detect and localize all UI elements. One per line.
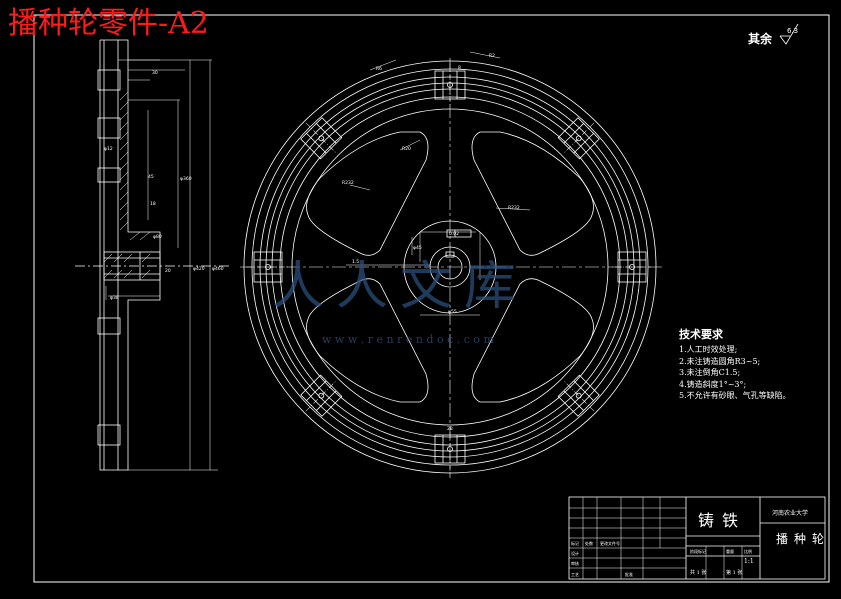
svg-text:8: 8 [458,65,461,71]
technical-requirements: 技术要求 1.人工时效处理; 2.未注铸造圆角R3~5; 3.未注倒角C1.5;… [679,326,791,402]
svg-text:1.5: 1.5 [352,259,359,265]
svg-text:设计: 设计 [571,550,579,556]
sheet-border [33,14,830,583]
part-name-label: 播种轮 [776,532,831,546]
roughness-note: 其余 [748,32,773,46]
svg-text:R2: R2 [489,53,495,59]
tech-item: 5.不允许有砂眼、气孔等缺陷。 [679,391,791,400]
svg-text:φ360: φ360 [180,176,192,182]
title-block: 标记处数 更改文件号 设计审核工艺 批准 阶段标记 重量 比例 [568,496,826,580]
svg-text:0.02: 0.02 [449,231,459,237]
svg-text:φ45: φ45 [413,245,422,251]
seed-cup [246,251,290,283]
sheets-total: 共 1 张 [690,570,707,576]
svg-text:φ12: φ12 [104,146,113,152]
svg-text:φ80: φ80 [153,234,162,240]
svg-text:30: 30 [152,70,158,76]
svg-text:处数: 处数 [585,540,593,546]
svg-text:φ460: φ460 [212,266,224,272]
svg-text:工艺: 工艺 [571,572,579,577]
svg-text:批准: 批准 [625,571,633,577]
svg-text:φ420: φ420 [193,266,205,272]
svg-text:φ38: φ38 [110,295,119,301]
svg-text:18: 18 [150,201,156,207]
tech-heading: 技术要求 [679,328,723,341]
svg-text:28: 28 [447,426,453,432]
seed-cup [557,117,600,160]
roughness-symbol [779,23,799,45]
svg-text:更改文件号: 更改文件号 [600,540,620,546]
school-label: 河南农业大学 [772,510,809,517]
drawing-title: 播种轮零件-A2 [8,6,209,41]
svg-text:重量: 重量 [726,548,734,554]
tech-item: 3.未注倒角C1.5; [679,368,741,377]
svg-text:R6: R6 [376,66,382,72]
tech-item: 1.人工时效处理; [679,345,738,354]
material-label: 铸铁 [698,511,747,530]
svg-text:R20: R20 [402,146,411,152]
svg-text:标记: 标记 [571,540,579,546]
svg-text:R232: R232 [342,180,354,186]
svg-text:比例: 比例 [744,548,752,554]
svg-text:R232: R232 [508,205,520,211]
sheet-number: 第 1 张 [726,570,743,576]
svg-text:20: 20 [165,268,171,274]
section-view: 30 φ12 φ360 φ420 φ460 φ80 φ38 45 18 20 [75,39,232,471]
seed-cup [610,251,654,283]
svg-text:φ55: φ55 [448,309,457,315]
svg-text:审核: 审核 [571,560,579,566]
tech-item: 2.未注铸造圆角R3~5; [679,356,761,366]
seed-cup [434,63,466,107]
tech-item: 4.铸造斜度1°~3°; [679,379,747,389]
seed-cup [557,374,600,417]
watermark-brand: 人人文库 [272,257,529,317]
roughness-value: 6.3 [787,27,799,35]
watermark-url: w w w . r e n r e n d o c . c o m [322,333,494,346]
seed-cup [300,374,343,417]
scale-value: 1:1 [744,558,754,565]
seed-cup [300,117,343,160]
svg-text:阶段标记: 阶段标记 [690,548,706,554]
seed-cup [434,427,466,471]
svg-text:45: 45 [148,174,154,180]
